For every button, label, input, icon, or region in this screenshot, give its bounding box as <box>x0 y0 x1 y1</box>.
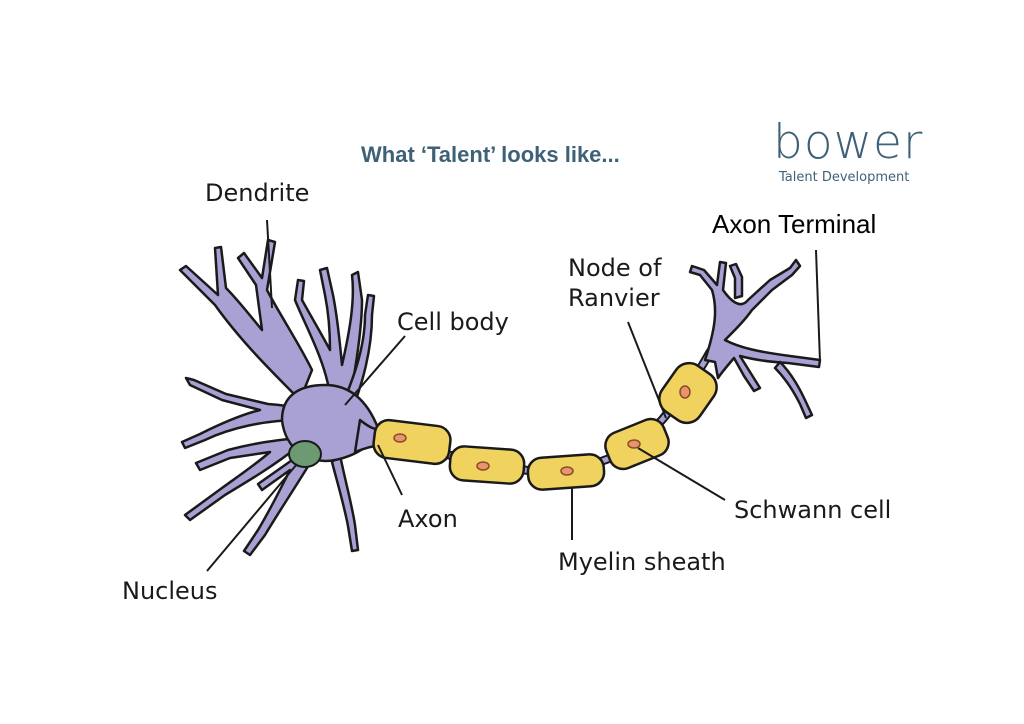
axon-leader <box>377 444 403 496</box>
dendrite-branch-lower-left <box>183 436 302 522</box>
dendrite-leader <box>266 219 273 309</box>
label-node-of-ranvier: Node of Ranvier <box>568 254 662 312</box>
cell-nucleus <box>288 440 322 468</box>
terminal-branch-main <box>688 258 822 393</box>
myelin-sheath <box>372 361 718 491</box>
label-schwann-cell: Schwann cell <box>734 496 892 524</box>
node-leader <box>627 321 667 419</box>
schwann-nucleus-5 <box>679 385 691 399</box>
terminal-leader <box>815 249 821 363</box>
label-axon: Axon <box>398 505 458 533</box>
schwann-nucleus-3 <box>560 466 574 476</box>
dendrite-branch-lower <box>242 453 317 557</box>
axon-terminal-branches <box>688 258 822 420</box>
schwann-nuclei <box>393 385 691 476</box>
label-dendrite: Dendrite <box>205 179 310 207</box>
schwann-nucleus-2 <box>476 461 490 471</box>
nucleus-leader <box>206 463 298 572</box>
label-myelin-sheath: Myelin sheath <box>558 548 726 576</box>
myelin-segment-1 <box>372 418 452 466</box>
schwann-nucleus-1 <box>393 433 407 443</box>
terminal-branch-upper <box>728 262 744 300</box>
schwann-nucleus-4 <box>627 439 641 449</box>
label-nucleus: Nucleus <box>122 577 218 605</box>
logo-wordmark: bower <box>773 115 924 170</box>
label-cell-body: Cell body <box>397 308 509 336</box>
logo-tagline: Talent Development <box>779 170 910 185</box>
label-axon-terminal: Axon Terminal <box>712 209 877 239</box>
neuron-soma <box>178 238 387 557</box>
dendrite-branch-upper-left <box>178 238 314 402</box>
bower-logo: bower Talent Development <box>773 115 933 186</box>
slide-title: What ‘Talent’ looks like... <box>361 142 620 167</box>
leader-lines <box>206 219 821 572</box>
cell-body-leader <box>344 335 406 406</box>
dendrite-branch-upper-mid <box>293 266 364 402</box>
schwann-leader <box>637 447 726 501</box>
dendrite-branch-lower-right <box>330 453 360 553</box>
terminal-branch-lower <box>773 360 814 420</box>
